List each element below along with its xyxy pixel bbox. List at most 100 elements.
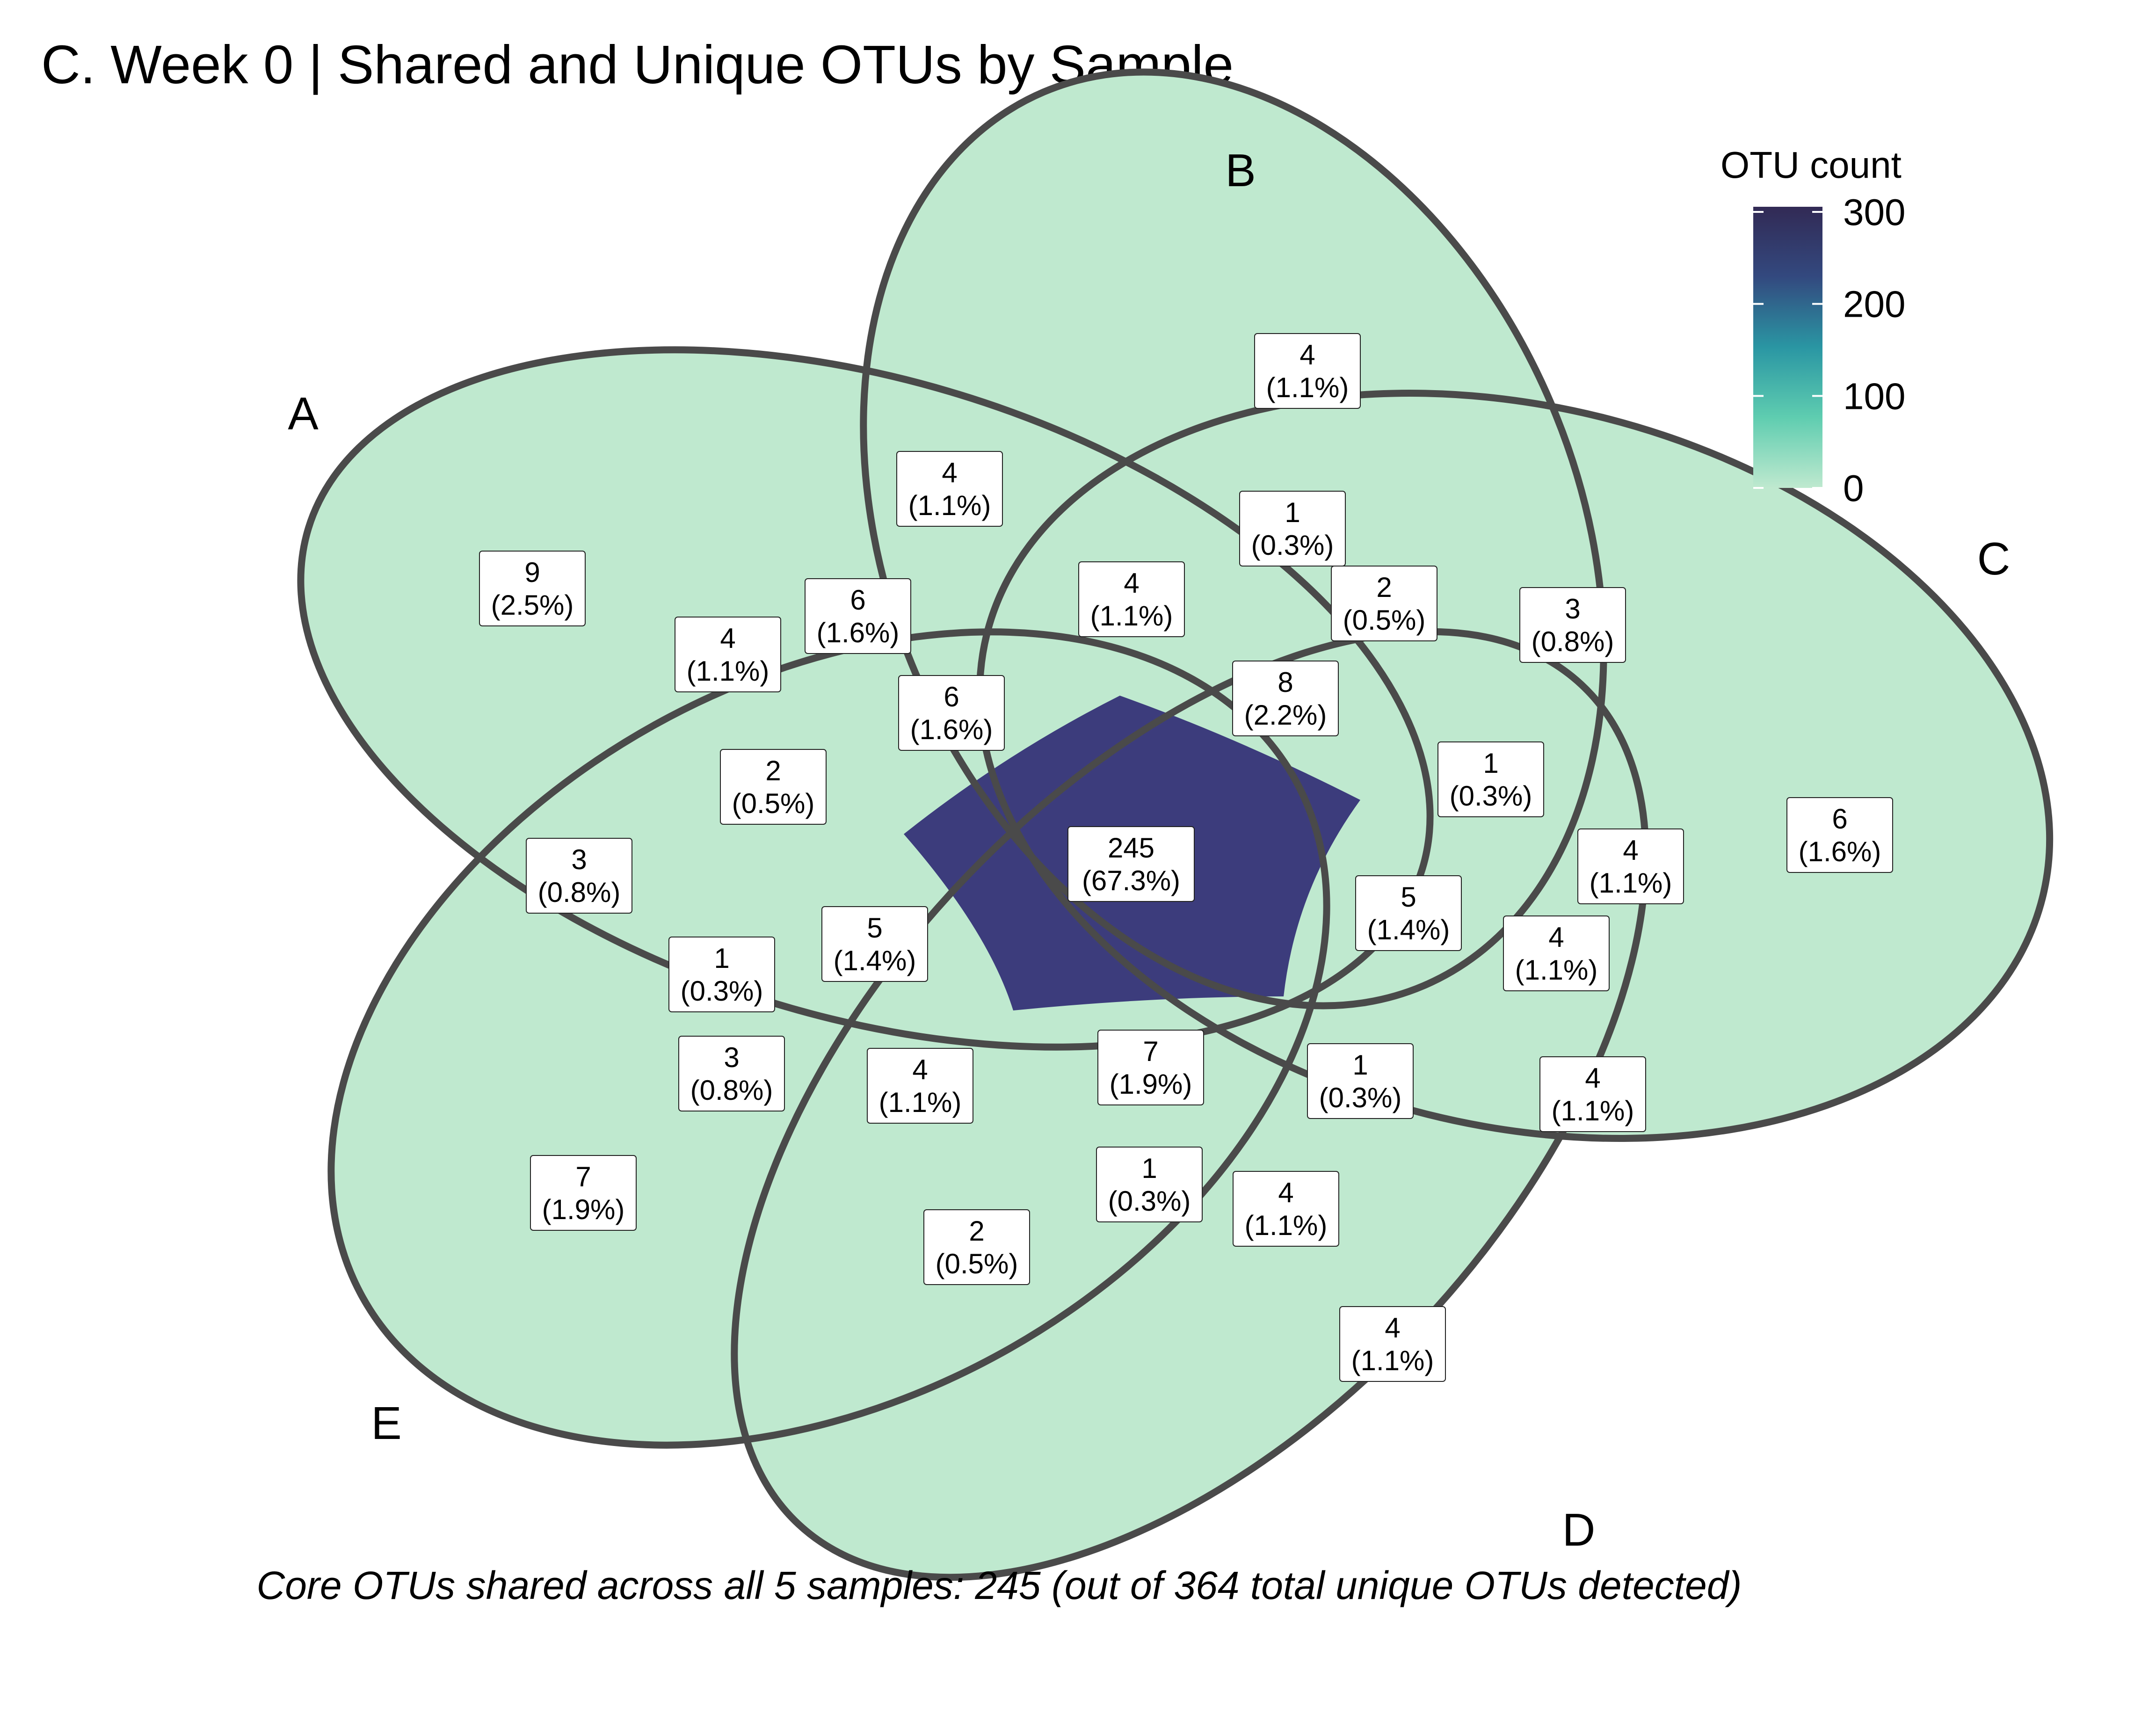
region-count: 4 [912, 1054, 928, 1085]
region-label: 1(0.3%) [668, 937, 775, 1012]
region-label: 245(67.3%) [1067, 826, 1195, 902]
region-label: 4(1.1%) [896, 451, 1003, 527]
region-count: 3 [571, 844, 587, 875]
region-percent: (1.1%) [1090, 600, 1173, 632]
region-count: 8 [1278, 667, 1293, 698]
legend-tick-label: 100 [1843, 375, 1905, 417]
set-label-c: C [1977, 533, 2011, 584]
set-label-e: E [371, 1397, 401, 1449]
region-label-box [1339, 1306, 1446, 1382]
region-label-box [867, 1048, 973, 1124]
region-label: 1(0.3%) [1239, 491, 1346, 567]
region-label: 7(1.9%) [1097, 1030, 1204, 1105]
legend-colorbar [1753, 207, 1822, 488]
region-label-box [896, 451, 1003, 527]
region-label: 4(1.1%) [675, 617, 781, 692]
region-count: 4 [1585, 1062, 1600, 1094]
region-percent: (1.9%) [542, 1194, 625, 1225]
region-label-box [1307, 1043, 1414, 1119]
region-count: 4 [720, 623, 735, 654]
region-percent: (0.3%) [681, 975, 763, 1007]
region-label: 4(1.1%) [1503, 915, 1610, 991]
region-label-box [678, 1036, 785, 1112]
region-label-box [1786, 797, 1893, 873]
region-percent: (0.8%) [538, 877, 621, 908]
region-labels: 9(2.5%)4(1.1%)6(1.6%)4(1.1%)7(1.9%)4(1.1… [479, 333, 1893, 1382]
region-label: 7(1.9%) [530, 1155, 637, 1231]
region-label-box [1239, 491, 1346, 567]
region-label-box [720, 749, 827, 825]
set-label-b: B [1225, 145, 1256, 196]
region-count: 3 [1565, 593, 1580, 625]
region-label: 2(0.5%) [1331, 566, 1437, 641]
legend-title: OTU count [1720, 144, 1902, 186]
region-count: 7 [575, 1161, 591, 1192]
region-label: 8(2.2%) [1232, 661, 1339, 736]
region-percent: (1.1%) [1552, 1095, 1634, 1126]
region-percent: (1.9%) [1110, 1068, 1192, 1100]
region-label: 3(0.8%) [1519, 587, 1626, 663]
region-label: 4(1.1%) [1539, 1056, 1646, 1132]
region-label: 6(1.6%) [805, 578, 911, 654]
region-percent: (1.1%) [1351, 1345, 1434, 1376]
region-percent: (1.1%) [1245, 1210, 1328, 1241]
region-label: 3(0.8%) [678, 1036, 785, 1112]
region-count: 1 [714, 943, 729, 974]
region-label-box [1331, 566, 1437, 641]
region-label-box [1232, 661, 1339, 736]
region-label: 4(1.1%) [1233, 1171, 1339, 1247]
region-count: 7 [1143, 1036, 1158, 1067]
region-percent: (1.1%) [1515, 954, 1598, 986]
region-percent: (0.8%) [690, 1075, 773, 1106]
region-label: 4(1.1%) [1577, 828, 1684, 904]
region-label-box [923, 1209, 1030, 1285]
region-label-box [1539, 1056, 1646, 1132]
region-percent: (1.1%) [1590, 867, 1672, 899]
region-count: 245 [1108, 832, 1154, 864]
region-label: 1(0.3%) [1096, 1147, 1203, 1222]
region-percent: (67.3%) [1082, 865, 1180, 896]
region-percent: (1.4%) [834, 945, 916, 976]
region-label: 1(0.3%) [1307, 1043, 1414, 1119]
region-label-box [1096, 1147, 1203, 1222]
region-label: 9(2.5%) [479, 551, 586, 626]
region-percent: (2.5%) [491, 589, 574, 621]
region-label: 4(1.1%) [1339, 1306, 1446, 1382]
region-label-box [1254, 333, 1361, 409]
region-percent: (0.3%) [1450, 780, 1532, 812]
region-label-box [1233, 1171, 1339, 1247]
region-count: 4 [942, 457, 957, 488]
region-count: 4 [1548, 922, 1564, 953]
region-label-box [1519, 587, 1626, 663]
set-label-a: A [288, 388, 319, 439]
region-label: 5(1.4%) [821, 906, 928, 982]
set-label-d: D [1562, 1504, 1596, 1555]
region-label: 4(1.1%) [867, 1048, 973, 1124]
region-count: 4 [1278, 1177, 1293, 1208]
region-count: 3 [724, 1042, 739, 1073]
region-label-box [479, 551, 586, 626]
region-count: 4 [1623, 835, 1638, 866]
region-percent: (0.5%) [936, 1248, 1018, 1279]
region-count: 2 [1376, 572, 1392, 603]
region-label-box [526, 838, 632, 914]
region-label-box [1078, 561, 1185, 637]
region-percent: (0.3%) [1108, 1185, 1191, 1217]
region-count: 1 [1352, 1049, 1368, 1081]
region-count: 4 [1385, 1312, 1400, 1344]
region-label-box [821, 906, 928, 982]
region-label-box [1577, 828, 1684, 904]
region-percent: (1.4%) [1367, 914, 1450, 945]
region-label-box [1503, 915, 1610, 991]
region-count: 6 [1832, 803, 1847, 835]
region-count: 6 [850, 584, 865, 616]
region-percent: (1.1%) [1266, 372, 1349, 403]
region-count: 6 [944, 681, 959, 712]
region-count: 1 [1141, 1153, 1157, 1184]
region-label-box [805, 578, 911, 654]
region-count: 5 [1401, 881, 1416, 913]
region-percent: (2.2%) [1244, 699, 1327, 731]
